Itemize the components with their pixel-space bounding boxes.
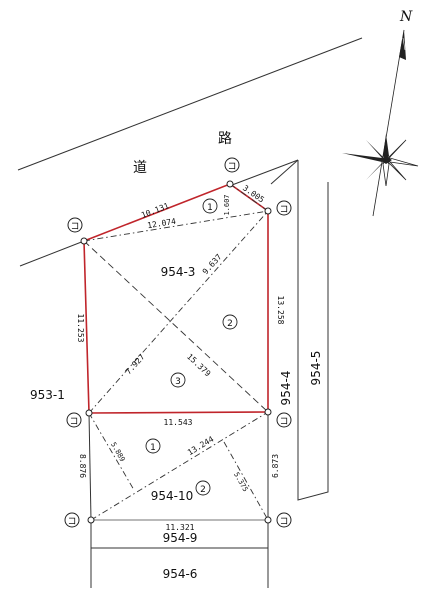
marker-glyph: コ (227, 162, 236, 172)
triangle-number-top: 1 (202, 198, 218, 214)
marker-glyph: コ (69, 417, 78, 427)
boundary-marker-icon: コ (66, 412, 82, 428)
survey-point (264, 516, 272, 524)
parcel-label-954-10: 954-10 (151, 489, 194, 503)
svg-text:1: 1 (207, 203, 213, 213)
triangle-number-lower-left: 1 (145, 438, 161, 454)
boundary-marker-icon: コ (276, 512, 292, 528)
road-edge-upper (17, 37, 363, 171)
road-edge-lower-seg (231, 159, 299, 186)
marker-glyph: コ (279, 417, 288, 427)
distance-label: 7.927 (124, 352, 147, 376)
distance-label: 6.873 (271, 454, 280, 478)
distance-label: 13.258 (276, 296, 285, 325)
survey-point (264, 408, 272, 416)
north-arrow-icon (342, 29, 419, 217)
road-edge-lower-right (270, 159, 299, 185)
distance-label: 12.074 (147, 217, 177, 230)
subject-lot-boundary (83, 183, 269, 414)
parcel-label-953-1: 953-1 (30, 388, 65, 402)
survey-point (226, 180, 234, 188)
survey-point (85, 409, 93, 417)
diagonal-1-607 (229, 183, 269, 212)
diagonal-9-637 (88, 210, 269, 414)
distance-label: 1.607 (223, 194, 231, 215)
diagonal-5-889 (88, 412, 135, 491)
marker-glyph: コ (279, 205, 288, 215)
road-label-char-1: 道 (133, 160, 147, 176)
road-label-char-2: 路 (218, 131, 232, 147)
survey-point (264, 207, 272, 215)
parcel-954-5-boundary (297, 160, 329, 501)
svg-text:3: 3 (175, 377, 181, 387)
distance-label: 13.244 (186, 434, 216, 457)
parcel-label-954-4: 954-4 (279, 371, 293, 406)
survey-point (87, 516, 95, 524)
triangle-number-center: 3 (170, 372, 186, 388)
boundary-marker-icon: コ (224, 157, 240, 173)
triangle-number-right: 2 (222, 314, 238, 330)
marker-glyph: コ (279, 517, 288, 527)
triangle-number-lower-right: 2 (195, 480, 211, 496)
parcel-label-954-3: 954-3 (161, 265, 196, 279)
distance-label: 11.253 (76, 314, 85, 343)
svg-text:2: 2 (227, 319, 233, 329)
parcel-label-954-5: 954-5 (309, 351, 323, 386)
parcel-label-954-6: 954-6 (163, 567, 198, 581)
boundary-marker-icon: コ (64, 512, 80, 528)
svg-text:2: 2 (200, 485, 206, 495)
diagonal-13-244 (90, 411, 269, 521)
marker-glyph: コ (70, 222, 79, 232)
distance-label: 11.543 (164, 418, 193, 427)
distance-label: 10.131 (140, 201, 170, 220)
boundary-marker-icon: コ (276, 200, 292, 216)
diagonal-15-379 (83, 240, 269, 413)
road-edge-lower (19, 240, 85, 267)
parcel-label-954-9: 954-9 (163, 531, 198, 545)
distance-label: 11.321 (166, 523, 195, 532)
left-lower-boundary (88, 412, 92, 521)
north-label: N (399, 9, 413, 25)
svg-text:1: 1 (150, 443, 156, 453)
diagonal-12-074 (83, 210, 269, 242)
diagonal-5-375 (223, 441, 269, 521)
marker-glyph: コ (67, 517, 76, 527)
boundary-marker-icon: コ (276, 412, 292, 428)
survey-point (80, 237, 88, 245)
boundary-marker-icon: コ (67, 217, 83, 233)
distance-label: 8.876 (78, 454, 87, 478)
